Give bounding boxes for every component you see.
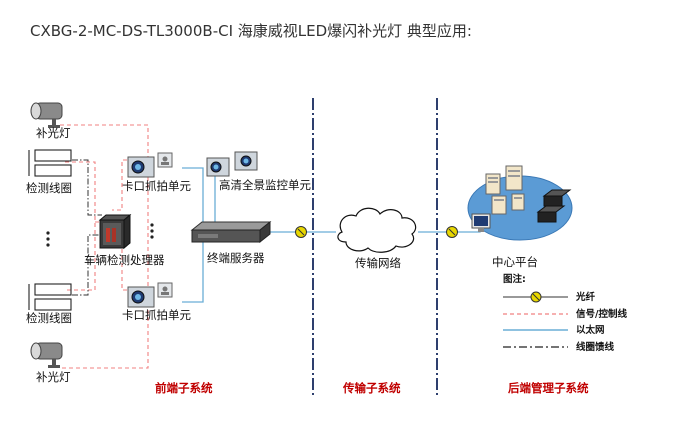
page-title: CXBG-2-MC-DS-TL3000B-CI 海康威视LED爆闪补光灯 典型应… [30,22,472,40]
legend: 图注: 光纤 信号/控制线 以太网 线圈馈线 [503,273,627,353]
ellipsis-mid [150,223,154,239]
legend-item-fiber: 光纤 [503,291,596,303]
legend-item-ethernet: 以太网 [503,324,605,336]
vehicle-processor-label: 车辆检测处理器 [84,253,165,267]
capture-unit-icon [127,152,173,178]
fill-light-icon [30,102,63,128]
capture-unit-label: 卡口抓拍单元 [122,308,191,322]
fill-light-icon [30,342,63,368]
detection-coil-icon [28,283,72,311]
ellipsis-left [46,231,50,247]
loop-feed-lines [72,159,102,296]
center-label: 中心平台 [492,255,538,269]
subsystem-dividers [312,98,438,395]
detection-coil-label: 检测线圈 [26,311,72,325]
legend-label: 光纤 [575,291,596,303]
network-label: 传输网络 [355,256,401,270]
subsystem-front-label: 前端子系统 [155,381,213,395]
legend-label: 线圈馈线 [576,341,615,353]
subsystem-transport-label: 传输子系统 [342,381,401,395]
capture-unit-label: 卡口抓拍单元 [122,179,191,193]
detection-coil-icon [28,149,72,177]
legend-item-signal: 信号/控制线 [503,308,627,320]
fiber-marker-left [295,226,307,238]
vehicle-processor-icon [98,213,132,250]
legend-title: 图注: [503,273,526,285]
panorama-unit-label: 高清全景监控单元 [219,178,311,192]
center-platform-icon [467,165,573,241]
subsystem-backend-label: 后端管理子系统 [508,381,589,395]
terminal-server-icon [190,220,272,244]
detection-coil-label: 检测线圈 [26,181,72,195]
fill-light-label: 补光灯 [36,370,71,384]
legend-label: 以太网 [576,324,605,336]
network-cloud-icon [337,207,417,253]
panorama-unit-icon [206,151,258,177]
fiber-marker-right [446,226,458,238]
legend-item-loop-feed: 线圈馈线 [503,341,615,353]
terminal-server-label: 终端服务器 [207,251,265,265]
fill-light-label: 补光灯 [36,126,71,140]
legend-label: 信号/控制线 [576,308,627,320]
capture-unit-icon [127,282,173,308]
